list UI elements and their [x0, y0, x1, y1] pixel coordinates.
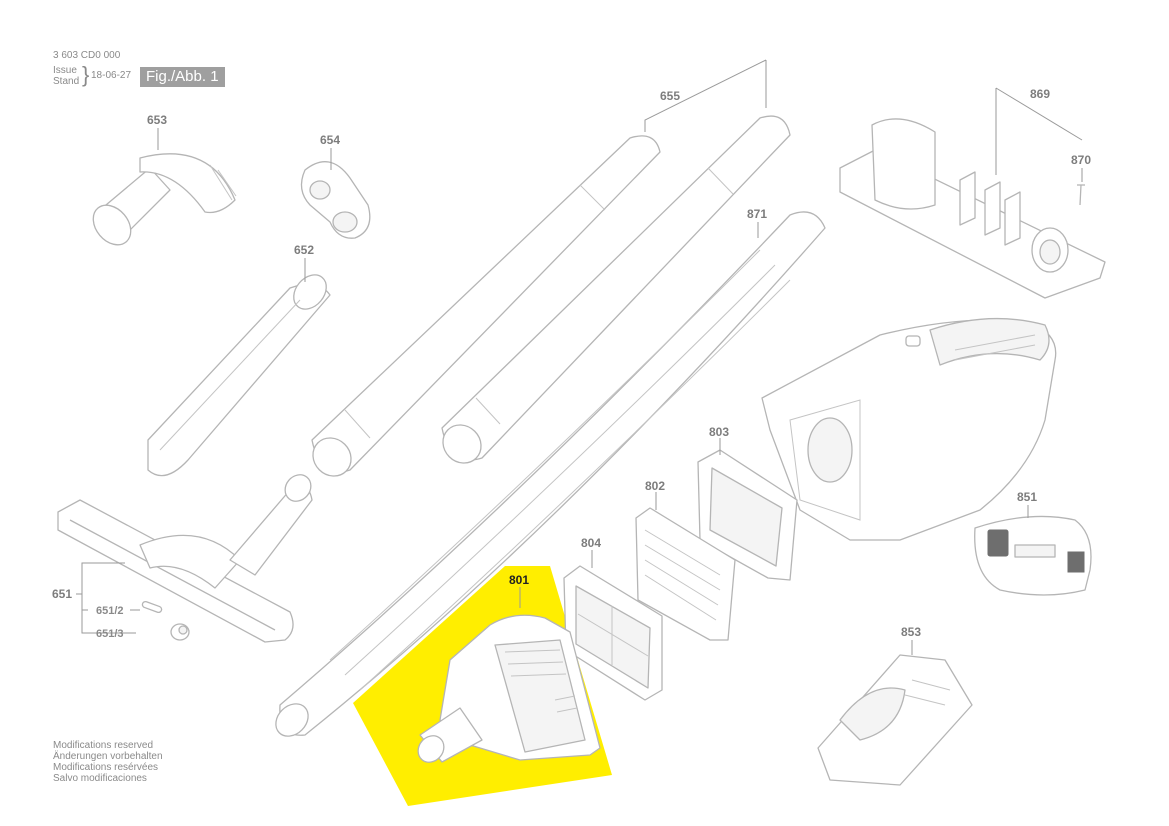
part-870-screw[interactable]	[1077, 184, 1085, 206]
part-651-2-pin[interactable]	[141, 600, 163, 614]
part-802-pleated-filter[interactable]	[635, 507, 736, 641]
part-651-floor-nozzle[interactable]	[57, 470, 316, 643]
part-869-wall-holder[interactable]	[839, 118, 1106, 299]
figure-badge: Fig./Abb. 1	[140, 67, 225, 87]
note-es: Salvo modificaciones	[53, 773, 147, 784]
part-655-tube-right[interactable]	[435, 115, 791, 471]
label-801: 801	[509, 573, 529, 587]
issue-label: Issue	[53, 65, 77, 76]
part-653-brush-nozzle[interactable]	[86, 153, 237, 252]
document-number: 3 603 CD0 000	[53, 50, 121, 61]
label-804: 804	[581, 536, 601, 550]
label-869: 869	[1030, 87, 1050, 101]
part-651-3-cap[interactable]	[170, 623, 190, 641]
label-871: 871	[747, 207, 767, 221]
part-652-crevice-tool[interactable]	[147, 268, 333, 477]
vacuum-body	[761, 317, 1057, 541]
part-853-charger[interactable]	[817, 654, 973, 786]
part-655-tube-left[interactable]	[305, 135, 661, 484]
label-851: 851	[1017, 490, 1037, 504]
note-de: Änderungen vorbehalten	[53, 751, 163, 762]
label-651-2: 651/2	[96, 605, 124, 617]
stand-label: Stand	[53, 76, 80, 87]
part-871-hose[interactable]	[269, 211, 826, 743]
part-654-clip[interactable]	[300, 161, 371, 239]
label-654: 654	[320, 133, 340, 147]
modification-notes: Modifications reserved Änderungen vorbeh…	[53, 740, 163, 784]
label-652: 652	[294, 243, 314, 257]
part-801-dust-container[interactable]	[413, 614, 601, 767]
label-853: 853	[901, 625, 921, 639]
label-653: 653	[147, 113, 167, 127]
part-851-battery[interactable]	[974, 515, 1092, 596]
label-651: 651	[52, 587, 72, 601]
note-en: Modifications reserved	[53, 740, 154, 751]
brace-glyph: }	[82, 62, 90, 87]
label-655: 655	[660, 89, 680, 103]
label-803: 803	[709, 425, 729, 439]
leader-lines	[76, 59, 1083, 655]
note-fr: Modifications resérvées	[53, 762, 159, 773]
label-651-3: 651/3	[96, 628, 124, 640]
label-802: 802	[645, 479, 665, 493]
label-870: 870	[1071, 153, 1091, 167]
issue-date: 18-06-27	[91, 70, 132, 81]
